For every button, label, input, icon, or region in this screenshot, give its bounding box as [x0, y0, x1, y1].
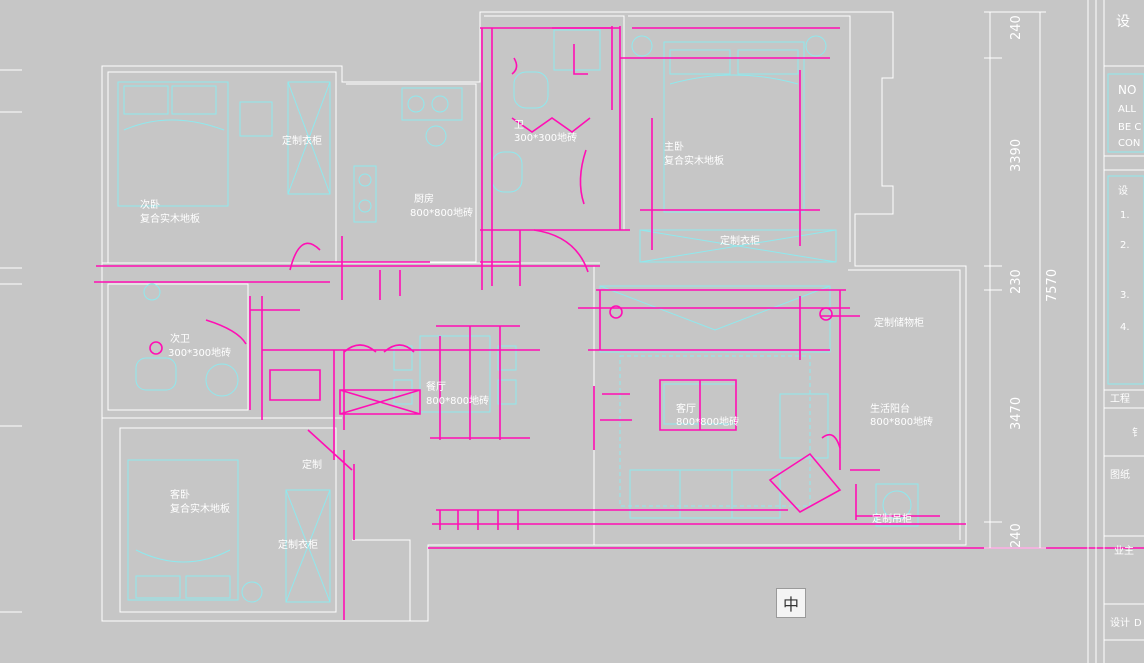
label-master-bedroom-floor: 复合实木地板 — [664, 154, 724, 167]
label-third-bedroom-floor: 复合实木地板 — [170, 502, 230, 515]
room-labels: 次卧 复合实木地板 定制衣柜 厨房 800*800地砖 卫 300*300地砖 … — [140, 120, 933, 551]
notes-line2: BE C — [1118, 122, 1141, 133]
label-kitchen-floor: 800*800地砖 — [410, 206, 473, 219]
label-shoe-cabinet: 定制 — [302, 458, 322, 471]
label-wardrobe-top: 定制衣柜 — [282, 134, 322, 147]
dim-3470: 3470 — [1009, 397, 1024, 430]
notes-line1: ALL — [1118, 104, 1136, 115]
notes-title: NO — [1118, 83, 1136, 97]
sign-label: 设计 — [1110, 616, 1130, 629]
label-bathroom-right: 卫 — [514, 120, 524, 131]
note-2: 2. — [1120, 240, 1130, 251]
dim-230: 230 — [1009, 269, 1024, 294]
title-block-text: 设 NO ALL BE C CON 设 1. 2. 3. 4. 工程 钅 图纸 … — [1110, 14, 1142, 629]
label-bathroom-left: 次卫 — [170, 332, 190, 345]
label-living-floor: 800*800地砖 — [676, 415, 739, 428]
label-balcony: 生活阳台 — [870, 402, 910, 415]
notes-line3: CON — [1118, 138, 1140, 149]
ime-mode-indicator[interactable]: 中 — [776, 588, 806, 618]
dim-240-bottom: 240 — [1009, 523, 1024, 548]
label-third-bedroom: 客卧 — [170, 488, 190, 501]
drawing-label: 图纸 — [1110, 468, 1130, 481]
note-4: 4. — [1120, 322, 1130, 333]
note-1: 1. — [1120, 210, 1130, 221]
label-balcony-cabinet: 定制吊柜 — [872, 512, 912, 525]
dimension-lines — [0, 0, 1097, 663]
sign-value: D — [1134, 618, 1142, 629]
walls — [101, 11, 967, 622]
label-second-bedroom: 次卧 — [140, 198, 160, 211]
label-storage-cabinet: 定制储物柜 — [874, 316, 924, 329]
label-living: 客厅 — [676, 402, 696, 415]
label-dining: 餐厅 — [426, 380, 446, 393]
title-block — [1103, 0, 1144, 663]
project-value: 钅 — [1132, 426, 1142, 439]
label-bathroom-left-floor: 300*300地砖 — [168, 346, 231, 359]
dim-3390: 3390 — [1009, 139, 1024, 172]
label-wardrobe-bottom: 定制衣柜 — [278, 538, 318, 551]
label-bathroom-right-floor: 300*300地砖 — [514, 131, 577, 144]
ref-label: 业主 — [1114, 545, 1134, 557]
label-dining-floor: 800*800地砖 — [426, 394, 489, 407]
note-3: 3. — [1120, 290, 1130, 301]
dim-240-top: 240 — [1009, 15, 1024, 40]
furniture — [117, 29, 919, 603]
project-label: 工程 — [1110, 393, 1130, 405]
dimension-text: 240 3390 230 3470 240 7570 — [1009, 15, 1060, 548]
markup-overlay — [94, 26, 1144, 620]
label-kitchen: 厨房 — [414, 192, 434, 205]
label-master-wardrobe: 定制衣柜 — [720, 234, 760, 247]
title-header: 设 — [1116, 14, 1130, 30]
label-second-bedroom-floor: 复合实木地板 — [140, 212, 200, 225]
dim-total: 7570 — [1045, 269, 1060, 302]
label-master-bedroom: 主卧 — [664, 140, 684, 153]
design-notes-title: 设 — [1118, 185, 1128, 197]
label-balcony-floor: 800*800地砖 — [870, 415, 933, 428]
